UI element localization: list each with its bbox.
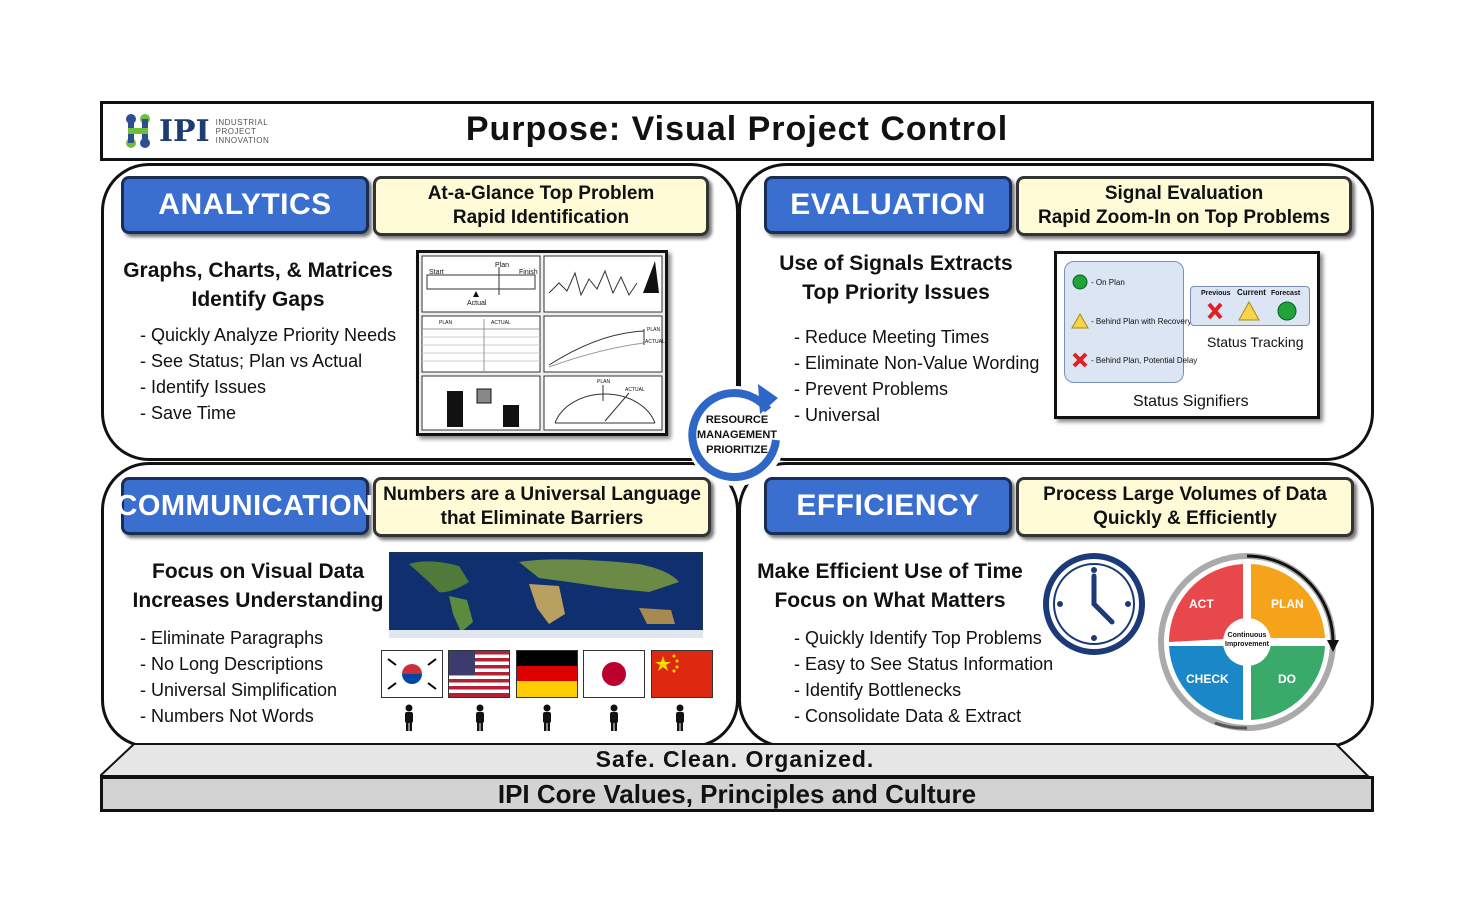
analytics-chart-grid: Start Plan Finish Actual PLAN ACTUAL PLA…	[416, 250, 668, 436]
pdca-cycle-diagram	[1158, 553, 1339, 731]
pdca-act-segment	[1168, 564, 1243, 642]
pdca-do-label: DO	[1278, 672, 1296, 686]
list-item: - See Status; Plan vs Actual	[140, 351, 363, 371]
status-signifiers-box: - On Plan - Behind Plan with Recovery - …	[1054, 251, 1320, 419]
efficiency-badge: EFFICIENCY	[764, 477, 1012, 535]
evaluation-badge: EVALUATION	[764, 176, 1012, 234]
foundation-top-label: Safe. Clean. Organized.	[595, 746, 875, 772]
clock-icon	[1043, 553, 1145, 655]
efficiency-bullets: - Quickly Identify Top Problems - Easy t…	[794, 625, 1053, 729]
tracking-icons	[1207, 300, 1297, 321]
label-table-plan: PLAN	[439, 320, 453, 326]
foundation-bottom-label: IPI Core Values, Principles and Culture	[100, 776, 1374, 812]
signal-on-plan: - On Plan	[1091, 278, 1125, 287]
list-item: - Numbers Not Words	[140, 706, 314, 726]
pdca-check-segment	[1169, 646, 1243, 720]
list-item: - Reduce Meeting Times	[794, 327, 990, 347]
list-item: - Eliminate Paragraphs	[140, 628, 324, 648]
list-item: - Quickly Identify Top Problems	[794, 628, 1042, 648]
list-item: - Consolidate Data & Extract	[794, 706, 1022, 726]
people-icons	[405, 704, 684, 731]
communication-bullets: - Eliminate Paragraphs - No Long Descrip…	[140, 625, 337, 729]
list-item: - Identify Bottlenecks	[794, 680, 962, 700]
label-gauge-actual: ACTUAL	[625, 387, 645, 393]
label-start: Start	[429, 269, 444, 276]
pdca-check-label: CHECK	[1186, 672, 1229, 686]
flag-germany	[516, 650, 578, 698]
signal-behind-recovery: - Behind Plan with Recovery	[1091, 317, 1192, 326]
flag-china	[651, 650, 713, 698]
label-curve-actual: ACTUAL	[645, 339, 665, 345]
chart-thumbnails	[421, 255, 663, 431]
list-item: - No Long Descriptions	[140, 654, 324, 674]
page-title: Purpose: Visual Project Control	[465, 110, 1009, 148]
tracking-current: Current	[1237, 288, 1266, 297]
list-item: - Quickly Analyze Priority Needs	[140, 325, 397, 345]
tracking-previous: Previous	[1201, 290, 1231, 297]
list-item: - Universal	[794, 405, 881, 425]
flag-usa	[448, 650, 510, 698]
list-item: - Easy to See Status Information	[794, 654, 1054, 674]
label-actual: Actual	[467, 300, 487, 307]
analytics-bullets: - Quickly Analyze Priority Needs - See S…	[140, 322, 396, 426]
resource-cycle-icon	[686, 384, 786, 486]
status-signifiers-label: Status Signifiers	[1133, 393, 1249, 410]
tracking-forecast: Forecast	[1271, 290, 1301, 297]
analytics-badge: ANALYTICS	[121, 176, 369, 234]
pdca-do-segment	[1251, 646, 1325, 720]
list-item: - Universal Simplification	[140, 680, 338, 700]
label-gauge-plan: PLAN	[597, 379, 611, 385]
flag-korea	[381, 650, 443, 698]
flag-japan	[583, 650, 645, 698]
list-item: - Save Time	[140, 403, 237, 423]
world-map-image	[389, 552, 703, 638]
list-item: - Eliminate Non-Value Wording	[794, 353, 1040, 373]
pdca-plan-segment	[1251, 564, 1325, 638]
signal-behind-delay: - Behind Plan, Potential Delay	[1091, 356, 1198, 365]
label-finish: Finish	[519, 269, 538, 276]
logo-mark: IPI	[159, 113, 210, 149]
label-curve-plan: PLAN	[647, 327, 661, 333]
communication-badge: COMMUNICATION	[116, 477, 373, 535]
list-item: - Identify Issues	[140, 377, 267, 397]
pdca-plan-label: PLAN	[1271, 597, 1304, 611]
signal-icons	[1071, 274, 1089, 368]
list-item: - Prevent Problems	[794, 379, 949, 399]
ipi-logo-icon	[126, 114, 150, 148]
label-plan: Plan	[495, 262, 510, 269]
evaluation-bullets: - Reduce Meeting Times - Eliminate Non-V…	[794, 324, 1039, 428]
pdca-act-label: ACT	[1189, 597, 1214, 611]
label-table-actual: ACTUAL	[491, 320, 511, 326]
status-tracking-label: Status Tracking	[1207, 334, 1304, 350]
